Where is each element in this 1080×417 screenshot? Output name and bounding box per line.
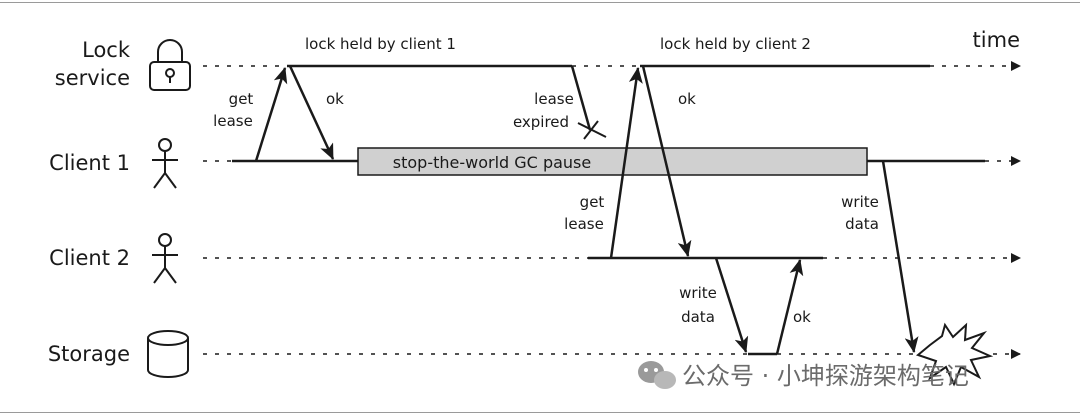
label-get-lease-1-line1: get: [229, 90, 254, 108]
arrow-get-lease-1: [254, 67, 288, 162]
bottom-border: [0, 412, 1080, 413]
gc-pause-label: stop-the-world GC pause: [393, 153, 591, 172]
row-label-lock-service-line1: Lock: [82, 38, 131, 62]
arrow-ok-2: [641, 65, 692, 257]
label-lease-expired-line1: lease: [534, 90, 574, 108]
label-get-lease-2-line2: lease: [564, 215, 604, 233]
arrow-ok-1: [288, 65, 335, 160]
wechat-icon: [638, 361, 676, 389]
row-label-lock-service-line2: service: [55, 66, 130, 90]
label-ok-2: ok: [678, 90, 696, 108]
row-label-client1: Client 1: [49, 151, 130, 175]
label-lock-held-1: lock held by client 1: [305, 35, 456, 53]
label-lease-expired-line2: expired: [513, 113, 569, 131]
label-lock-held-2: lock held by client 2: [660, 35, 811, 53]
arrow-get-lease-2: [609, 67, 643, 259]
row-label-storage: Storage: [48, 342, 130, 366]
label-ok-storage: ok: [793, 308, 811, 326]
time-label: time: [973, 28, 1020, 52]
top-border: [0, 2, 1080, 3]
lease-expired-cross-icon: [577, 120, 607, 140]
label-ok-1: ok: [326, 90, 344, 108]
label-write-data-c2-line2: data: [681, 308, 715, 326]
arrow-lease-expiry: [570, 65, 592, 131]
label-write-data-c1-line2: data: [845, 215, 879, 233]
label-write-data-c1-line1: write: [841, 193, 879, 211]
arrow-write-data-c2: [714, 257, 749, 353]
row-label-client2: Client 2: [49, 246, 130, 270]
stick-figure-icon-client2: [152, 233, 178, 284]
watermark-text: 公众号 · 小坤探游架构笔记: [682, 362, 969, 390]
label-get-lease-1-line2: lease: [213, 112, 253, 130]
stick-figure-icon-client1: [152, 138, 178, 189]
arrow-ok-storage: [775, 259, 804, 355]
arrow-write-data-c1: [881, 160, 919, 353]
explosion-burst-icon: [915, 322, 994, 387]
padlock-icon: [149, 39, 191, 91]
gc-pause-box: [357, 147, 868, 176]
label-write-data-c2-line1: write: [679, 284, 717, 302]
database-cylinder-icon: [147, 330, 189, 378]
label-get-lease-2-line1: get: [580, 193, 605, 211]
